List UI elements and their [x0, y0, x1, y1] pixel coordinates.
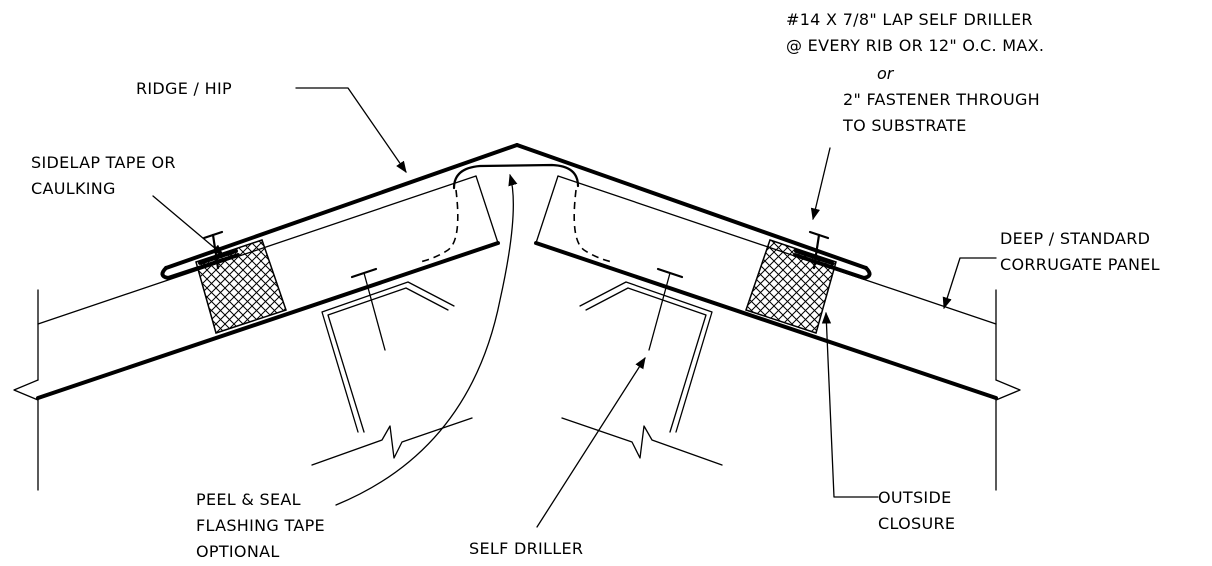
label-peel-line1: PEEL & SEAL: [196, 490, 301, 509]
left-purlin: [311, 267, 473, 466]
label-sidelap-line2: CAULKING: [31, 179, 116, 198]
label-panel-line1: DEEP / STANDARD: [1000, 229, 1150, 248]
label-fastener-line2: @ EVERY RIB OR 12" O.C. MAX.: [786, 36, 1044, 55]
label-ridge-hip: RIDGE / HIP: [136, 79, 232, 98]
left-closure: [195, 239, 287, 334]
left-roof-panel: [13, 175, 500, 491]
label-sidelap-line1: SIDELAP TAPE OR: [31, 153, 176, 172]
label-fastener-line4: TO SUBSTRATE: [842, 116, 967, 135]
right-roof-panel: [534, 175, 1021, 491]
ridge-cap: [160, 143, 872, 280]
label-fastener-or: or: [877, 64, 895, 83]
annotations: RIDGE / HIP SIDELAP TAPE OR CAULKING #14…: [31, 10, 1160, 561]
label-outside-line1: OUTSIDE: [878, 488, 951, 507]
flashing-tape: [419, 163, 613, 263]
right-closure: [745, 239, 837, 334]
label-outside-line2: CLOSURE: [878, 514, 955, 533]
label-peel-line3: OPTIONAL: [196, 542, 280, 561]
leaders: [152, 87, 997, 528]
right-purlin: [561, 267, 723, 466]
label-peel-line2: FLASHING TAPE: [196, 516, 325, 535]
label-self-driller: SELF DRILLER: [469, 539, 583, 558]
label-fastener-line3: 2" FASTENER THROUGH: [843, 90, 1040, 109]
label-fastener-line1: #14 X 7/8" LAP SELF DRILLER: [786, 10, 1033, 29]
right-lap-fastener: [794, 230, 834, 270]
label-panel-line2: CORRUGATE PANEL: [1000, 255, 1160, 274]
